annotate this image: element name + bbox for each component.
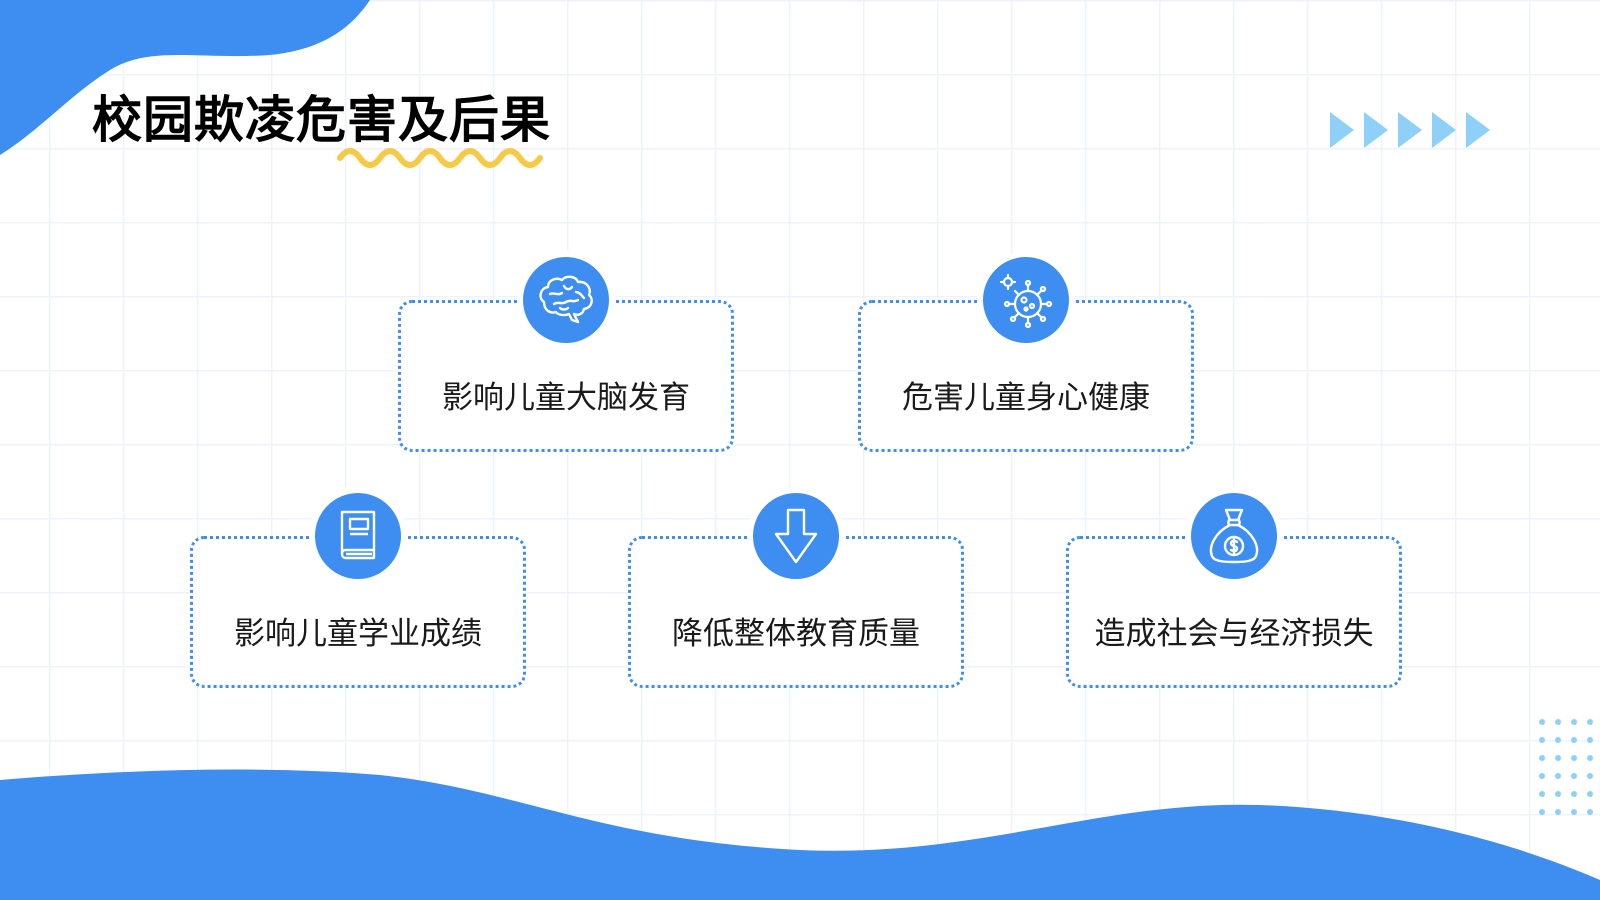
virus-icon-badge	[977, 251, 1075, 349]
card-label: 危害儿童身心健康	[902, 380, 1150, 416]
book-icon	[340, 510, 376, 560]
top-left-wave	[0, 0, 370, 155]
dot-grid-decoration	[1539, 719, 1593, 815]
virus-icon	[999, 273, 1053, 329]
card-social-economic-loss: 造成社会与经济损失	[1066, 487, 1402, 688]
card-label: 造成社会与经济损失	[1094, 616, 1374, 652]
card-education-quality: 降低整体教育质量	[628, 487, 964, 688]
card-physical-mental-health: 危害儿童身心健康	[858, 251, 1194, 452]
card-label: 降低整体教育质量	[672, 616, 920, 652]
page-title: 校园欺凌危害及后果	[92, 91, 551, 149]
arrow-down-icon-badge	[747, 487, 845, 585]
money-bag-icon-badge	[1185, 487, 1283, 585]
book-icon-badge	[309, 487, 407, 585]
card-brain-development: 影响儿童大脑发育	[398, 251, 734, 452]
bottom-wave	[0, 769, 1600, 900]
brain-icon-badge	[517, 251, 615, 349]
card-label: 影响儿童学业成绩	[234, 616, 482, 652]
money-bag-icon	[1209, 508, 1259, 564]
title-wave-underline	[337, 148, 543, 168]
card-academic-performance: 影响儿童学业成绩	[190, 487, 526, 688]
card-label: 影响儿童大脑发育	[442, 380, 690, 416]
arrow-down-icon	[774, 508, 818, 564]
chevron-arrows-decoration	[1330, 112, 1490, 148]
brain-icon	[539, 275, 593, 324]
